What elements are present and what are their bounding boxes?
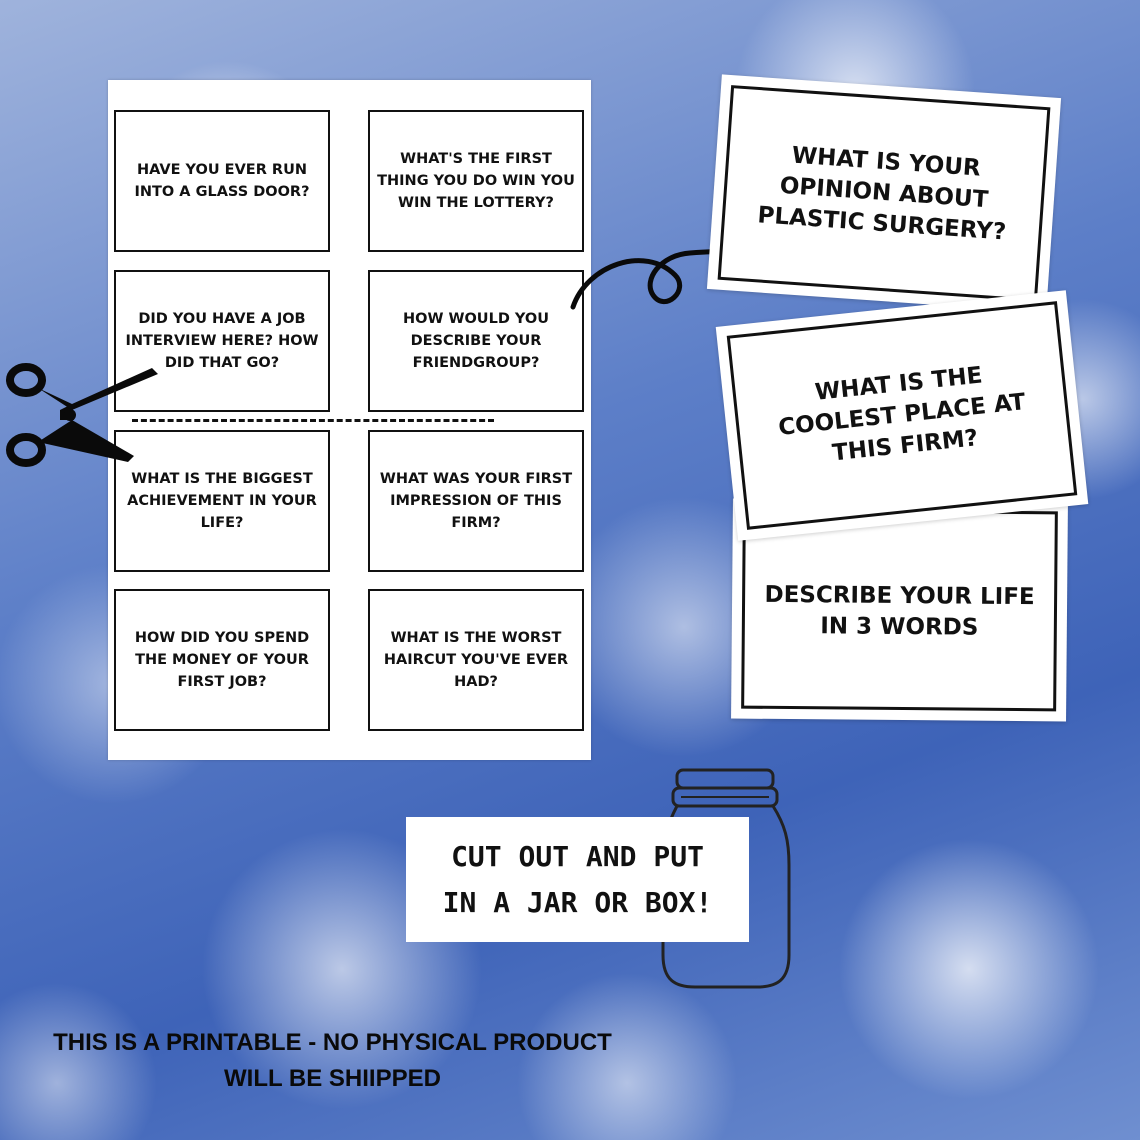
printable-notice: THIS IS A PRINTABLE - NO PHYSICAL PRODUC… xyxy=(20,1025,645,1097)
notice-line-1: THIS IS A PRINTABLE - NO PHYSICAL PRODUC… xyxy=(53,1029,612,1056)
big-question-card: WHAT IS THE COOLEST PLACE AT THIS FIRM? xyxy=(715,290,1089,541)
cta-line-1: CUT OUT AND PUT xyxy=(451,839,704,873)
big-question-card: WHAT IS YOUR OPINION ABOUT PLASTIC SURGE… xyxy=(706,74,1062,313)
question-card: WHAT IS THE WORST HAIRCUT YOU'VE EVER HA… xyxy=(368,589,584,731)
scissors-icon xyxy=(6,363,158,467)
question-card: WHAT IS THE BIGGEST ACHIEVEMENT IN YOUR … xyxy=(114,430,330,572)
question-card: DID YOU HAVE A JOB INTERVIEW HERE? HOW D… xyxy=(114,270,330,412)
cut-out-instruction: CUT OUT AND PUT IN A JAR OR BOX! xyxy=(406,817,749,942)
question-card: WHAT'S THE FIRST THING YOU DO WIN YOU WI… xyxy=(368,110,584,252)
notice-line-2: WILL BE SHIIPPED xyxy=(224,1065,441,1092)
cut-line xyxy=(132,419,494,422)
question-card: HOW WOULD YOU DESCRIBE YOUR FRIENDGROUP? xyxy=(368,270,584,412)
big-card-text: WHAT IS THE COOLEST PLACE AT THIS FIRM? xyxy=(726,301,1078,530)
cta-line-2: IN A JAR OR BOX! xyxy=(442,885,713,919)
big-card-text: WHAT IS YOUR OPINION ABOUT PLASTIC SURGE… xyxy=(717,85,1051,302)
question-card: HOW DID YOU SPEND THE MONEY OF YOUR FIRS… xyxy=(114,589,330,731)
printable-sheet: HAVE YOU EVER RUN INTO A GLASS DOOR? WHA… xyxy=(108,80,591,760)
big-card-text: DESCRIBE YOUR LIFE IN 3 WORDS xyxy=(741,508,1058,712)
question-card: WHAT WAS YOUR FIRST IMPRESSION OF THIS F… xyxy=(368,430,584,572)
question-card: HAVE YOU EVER RUN INTO A GLASS DOOR? xyxy=(114,110,330,252)
